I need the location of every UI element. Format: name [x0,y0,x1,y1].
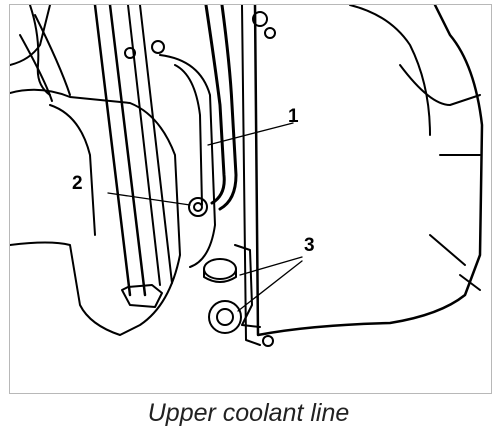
support-rod [108,5,147,297]
bracket-bolt [262,335,274,347]
callout-3: 3 [304,235,315,256]
illustration-frame [9,4,492,394]
rod-foot [121,284,163,308]
flange-ring [19,34,53,102]
leader-line-3b [237,260,303,312]
leader-line-3a [239,256,303,276]
bolt-head [264,27,276,39]
turbo-flange [241,5,261,346]
turbo-rib [459,274,481,291]
pump-housing [174,64,203,206]
pump-housing [159,54,216,268]
support-rod [139,5,173,284]
turbo-rib [399,64,481,106]
leader-line-2 [107,192,191,206]
turbo-rib [349,5,431,136]
lower-nut-center [216,308,234,326]
leader-line-1 [207,122,294,146]
engine-block-outline [10,88,181,336]
figure-caption: Upper coolant line [147,399,350,427]
bracket [234,244,261,328]
bolt-head [151,40,165,54]
bolt-head [252,11,268,27]
coolant-line-pipe [204,5,226,205]
flange-ring [34,14,71,96]
callout-1: 1 [288,106,299,127]
bolt-head [124,47,136,59]
callout-2: 2 [72,173,83,194]
engine-line-drawing [10,5,484,347]
banjo-bolt [188,197,208,217]
block-rib [49,104,96,236]
support-rod [93,5,132,297]
lower-bolt-side [203,268,237,283]
block-rib [29,5,51,96]
turbo-housing-outline [253,5,484,337]
lower-nut [208,300,242,334]
coolant-line-pipe [218,5,238,211]
turbo-rib [429,234,466,266]
lower-bolt [203,258,237,280]
block-rib [10,5,51,66]
support-rod [127,5,161,286]
banjo-bolt-center [193,202,203,212]
